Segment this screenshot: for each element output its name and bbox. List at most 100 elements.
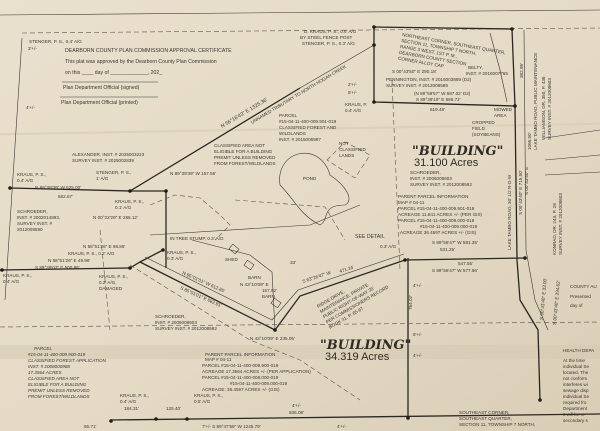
owner-label: WILLIAMSON, DR. 350, P. 436 bbox=[541, 76, 546, 140]
building-south-acres: 34.319 Acres bbox=[325, 351, 390, 363]
note-label: ELIGIBLE FOR A BUILDING bbox=[214, 149, 273, 154]
health-dept-text: individual Se bbox=[563, 394, 589, 399]
field-label: CROPPED bbox=[472, 120, 495, 125]
printed-official-line: Plan Department Official (printed) bbox=[61, 100, 138, 106]
distance-label: 547.55' bbox=[458, 261, 473, 266]
bearing-label: S 89°39'03" E 500.86' bbox=[35, 265, 80, 270]
offset-label: 2'+/- bbox=[348, 82, 357, 87]
health-dept-heading: HEALTH DEPA bbox=[563, 348, 595, 353]
distance-label: 184.31' bbox=[124, 406, 139, 411]
distance-label: 167.92' bbox=[262, 288, 277, 293]
info-parcel: #15-04-11-400-009.000-019 bbox=[230, 381, 288, 386]
bearing-label: N 43°10'09" E bbox=[240, 282, 269, 287]
bearing-label: (N 89°59'57" W 687.02' D2) bbox=[414, 91, 471, 96]
monument-label: KRAUS, P. S., bbox=[115, 199, 144, 204]
structure-label: SHED bbox=[225, 257, 238, 262]
county-auditor-heading: COUNTY AU bbox=[570, 284, 597, 289]
monument-label: STENGER, P. S., bbox=[96, 170, 131, 175]
bearing-label: N 00°22'29" E 285.12' bbox=[93, 215, 138, 220]
bearing-label: S 00°43'40" E 294.62' bbox=[552, 280, 561, 325]
note-line: PREMIT UNLESS REMOVED bbox=[28, 388, 90, 393]
monument-label: KRAUS, P. S., bbox=[99, 274, 128, 279]
distance-label: 682.67' bbox=[58, 194, 73, 199]
offset-label: 4'+/- bbox=[337, 424, 346, 429]
bearing-label: S 00°43'40" E bbox=[524, 167, 529, 195]
health-dept-text: sewage disp bbox=[563, 388, 589, 393]
offset-label: 33' bbox=[290, 260, 296, 265]
bearing-label: S 89°56'47" W 577.56' bbox=[432, 268, 478, 273]
offset-label: 3'+/- bbox=[28, 46, 37, 51]
instrument-label: SURVEY INST. # 2012008592 bbox=[410, 182, 472, 187]
health-dept-text: Department bbox=[563, 406, 588, 411]
note-line: ELIGIBLE FOR A BUILDING bbox=[28, 382, 87, 387]
monument-label: BY STEEL FENCE POST bbox=[300, 35, 353, 40]
health-dept-text: individual Se bbox=[563, 364, 589, 369]
owner-label: SCHROEDER, bbox=[410, 170, 441, 175]
instrument-label: SURVEY INST. # bbox=[17, 221, 53, 226]
signed-official-line: Plan Department Official (signed) bbox=[63, 85, 140, 91]
note-line: INST. # 2008000988 bbox=[28, 364, 70, 369]
county-auditor-text: Presented bbox=[570, 294, 591, 299]
info-map: MAP # 04-11 bbox=[205, 357, 232, 362]
monument-label: 0.1' A/G bbox=[115, 205, 132, 210]
monument-label: 0.2' A/G, bbox=[99, 280, 116, 285]
owner-label: SCHROEDER, bbox=[17, 209, 48, 214]
note-label: CLASSIFIED AREA NOT bbox=[214, 143, 265, 148]
distance-label: 531.25' bbox=[440, 247, 455, 252]
field-label: FIELD bbox=[472, 126, 486, 131]
info-heading: PARENT PARCEL INFORMATION bbox=[205, 352, 275, 357]
monument-label: KRAUS, P. bbox=[345, 102, 367, 107]
boundary-lines bbox=[0, 9, 600, 423]
distance-label: 764.02' bbox=[408, 295, 413, 310]
monument-label: IN TREE STUMP, 0.3' A/G bbox=[170, 236, 224, 241]
fold-crease bbox=[0, 122, 600, 136]
info-parcel: PARCEL #15-04-11-400-009.901-019 bbox=[398, 206, 475, 211]
distance-label: 471.24' bbox=[339, 265, 355, 274]
fold-crease bbox=[0, 345, 600, 359]
info-heading: PARENT PARCEL INFORMATION bbox=[398, 194, 468, 199]
info-acreage: ACREAGE 36.4597 ACRES +/- (GIS) bbox=[400, 230, 477, 235]
building-north-title: "BUILDING" bbox=[412, 144, 503, 159]
note-label: PREMIT UNLESS REMOVED bbox=[214, 155, 276, 160]
monument-label: 0.4' A/G bbox=[3, 279, 20, 284]
health-dept-text: located. The bbox=[563, 370, 589, 375]
parent-parcel-info-north: PARENT PARCEL INFORMATION MAP # 04-11 PA… bbox=[398, 194, 483, 235]
monument-label: 0.4' A/G bbox=[17, 178, 34, 183]
owner-label: KONRAD, DR. 243, P. 28 bbox=[552, 203, 557, 255]
note-line: #15-04-11-400-009.900-019 bbox=[28, 352, 86, 357]
info-acreage: ACREAGE 11.841 ACRES +/- (PER GIS) bbox=[398, 212, 483, 217]
parcel-label: PARCEL bbox=[279, 113, 297, 118]
bearing-label: N 43°10'09" E 235.05' bbox=[250, 336, 295, 341]
distance-label: 1066.50' bbox=[527, 132, 532, 150]
bearing-label: N 89°39'39" W 525.00' bbox=[35, 185, 81, 190]
monument-label: D. KRAUS, P. S., 0.6' A/G bbox=[304, 29, 357, 34]
distance-label: 936.08' bbox=[289, 410, 304, 415]
distance-label: 619.48' bbox=[430, 107, 445, 112]
info-parcel: PARCEL #15-04-11-400-009.900-019 bbox=[202, 363, 279, 368]
building-south-title: "BUILDING" bbox=[320, 338, 411, 353]
offset-label: 5'+/- bbox=[348, 90, 357, 95]
info-parcel: PARCEL #15-04-11-400-008.000-019 bbox=[202, 375, 279, 380]
monument-label: 0.5' A/G bbox=[194, 399, 211, 404]
health-dept-text: not conform bbox=[563, 376, 587, 381]
distance-label: 382.95' bbox=[519, 63, 524, 78]
distance-label: 125.40' bbox=[166, 406, 181, 411]
corner-label: SOUTHEAST QUARTER, bbox=[459, 416, 512, 421]
owner-label: ALEXANDER, INST. # 2025003223 bbox=[72, 152, 145, 157]
parcel-label: WILDLANDS bbox=[279, 131, 306, 136]
bearing-label: S 89°39'19" E 686.72' bbox=[416, 97, 461, 102]
pond-label: POND bbox=[303, 176, 317, 181]
field-label: (SOYBEANS) bbox=[472, 132, 501, 137]
bearing-label: S 89°56'47" W 581.25' bbox=[432, 240, 478, 245]
instrument-label: INST. # 2016007765 bbox=[466, 71, 508, 76]
monument-label: 0.4' A/G bbox=[345, 108, 362, 113]
corner-label: SOUTHEAST CORNER, bbox=[459, 410, 509, 415]
instrument-label: INST. # 2006008603 bbox=[410, 176, 452, 181]
see-detail-label: SEE DETAIL bbox=[355, 234, 385, 240]
bearing-label: 7'+/- S 89°47'59" W 1245.79' bbox=[202, 424, 261, 429]
bearing-label: N 58°51'26" E 98.86' bbox=[83, 244, 125, 249]
bearing-label: S 00°43'50" E 290.18' bbox=[392, 69, 437, 74]
certificate-line: This plat was approved by the Dearborn C… bbox=[65, 59, 217, 65]
bearing-label: N 89°39'39" W 157.56' bbox=[170, 171, 216, 176]
